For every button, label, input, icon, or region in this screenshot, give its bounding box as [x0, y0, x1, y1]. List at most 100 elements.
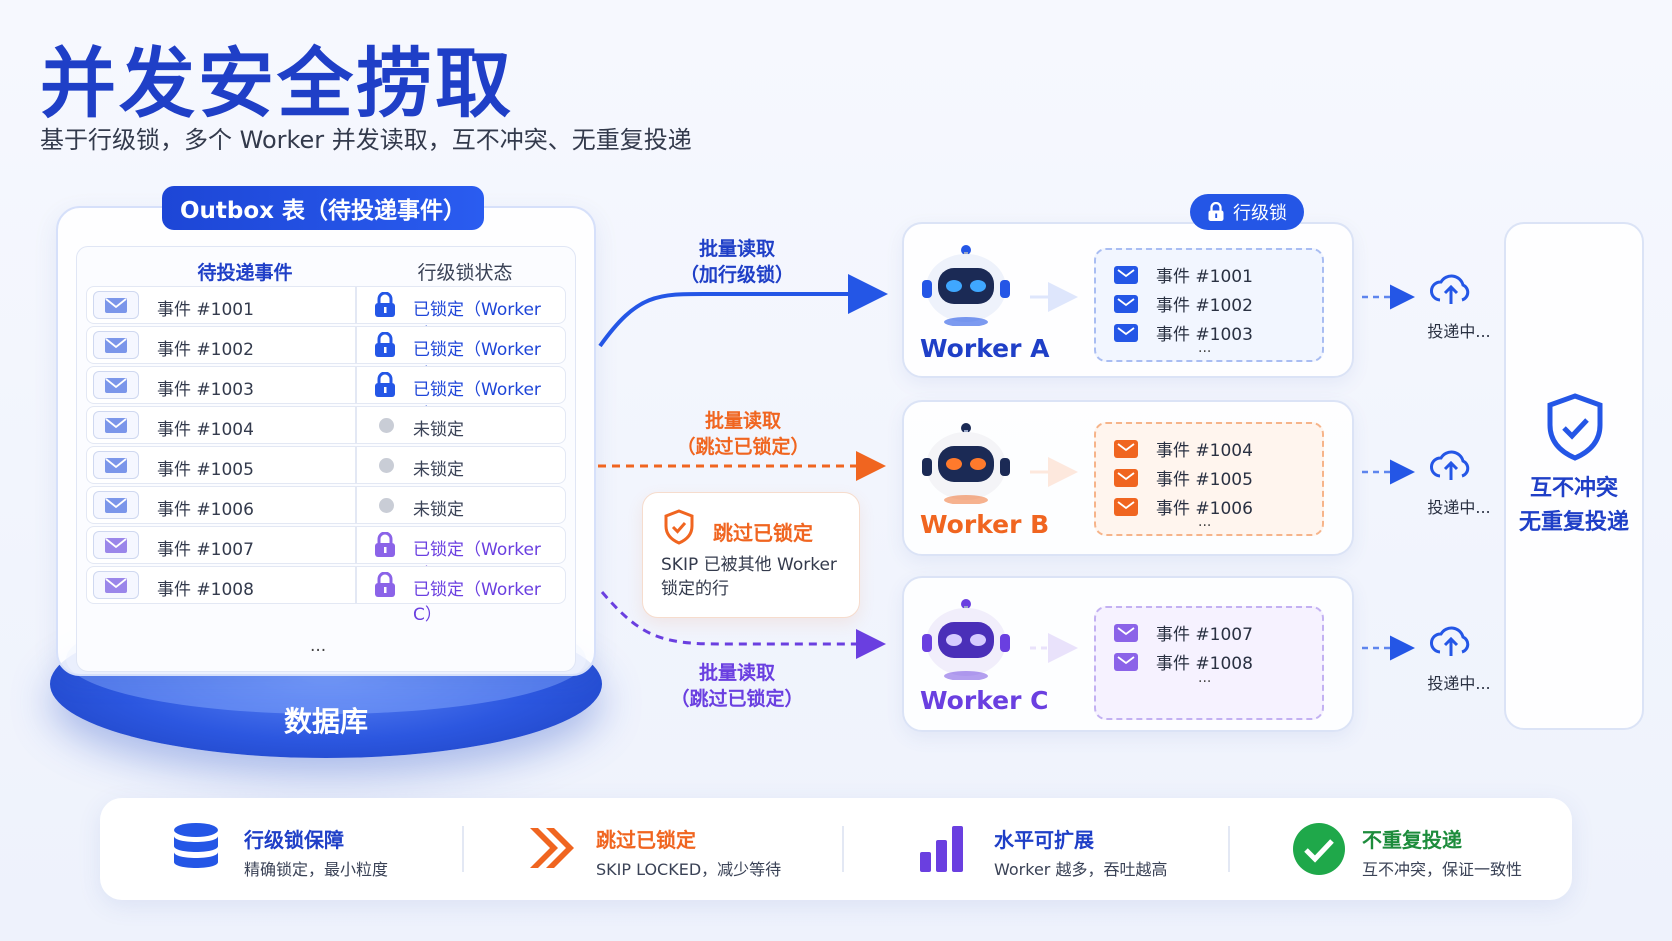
table-row: 事件 #1002 已锁定（Worker A）: [86, 326, 566, 385]
robot-c-icon: [922, 599, 1010, 680]
event-id: 事件 #1001: [157, 300, 254, 320]
mail-icon: [93, 371, 139, 399]
worker-c-name: Worker C: [920, 686, 1049, 715]
event-item: 事件 #1003: [1114, 320, 1253, 345]
event-id: 事件 #1007: [157, 540, 254, 560]
table-row: 事件 #1003 已锁定（Worker A）: [86, 366, 566, 425]
table-more: ...: [310, 636, 327, 656]
lock-badge-label: 行级锁: [1233, 203, 1287, 224]
mail-icon: [93, 531, 139, 559]
mail-icon: [1114, 652, 1138, 671]
table-row: 事件 #1006 未锁定: [86, 486, 566, 524]
mail-icon: [1114, 468, 1138, 487]
feature-title: 行级锁保障: [244, 828, 344, 852]
event-item: 事件 #1007: [1114, 620, 1253, 645]
event-item: 事件 #1001: [1114, 262, 1253, 287]
event-id: 事件 #1003: [157, 380, 254, 400]
result-card: [1504, 222, 1644, 730]
event-item: 事件 #1008: [1114, 649, 1253, 674]
fast-forward-icon: [530, 828, 574, 868]
feature-desc: Worker 越多，吞吐越高: [994, 860, 1168, 879]
lock-status: 未锁定: [413, 500, 464, 520]
event-id: 事件 #1005: [157, 460, 254, 480]
worker-a-name: Worker A: [920, 334, 1050, 363]
page-subtitle: 基于行级锁，多个 Worker 并发读取，互不冲突、无重复投递: [40, 126, 692, 154]
mail-icon: [93, 331, 139, 359]
flow-label-b: 批量读取（跳过已锁定）: [676, 410, 810, 458]
mail-icon: [93, 491, 139, 519]
lock-icon: [1208, 202, 1224, 221]
unlocked-dot-icon: [379, 458, 394, 473]
table-row: 事件 #1008 已锁定（Worker C）: [86, 566, 566, 625]
delivering-status: 投递中...: [1427, 674, 1491, 693]
page-title: 并发安全捞取: [40, 39, 514, 128]
column-header-lock-status: 行级锁状态: [417, 262, 513, 284]
robot-a-icon: [922, 245, 1010, 326]
mail-icon: [1114, 265, 1138, 284]
mail-icon: [93, 291, 139, 319]
cloud-upload-icon: [1430, 274, 1470, 304]
lock-status: 未锁定: [413, 420, 464, 440]
mail-icon: [1114, 623, 1138, 642]
mail-icon: [1114, 294, 1138, 313]
lock-icon: [375, 292, 395, 317]
mail-icon: [93, 451, 139, 479]
outbox-title: Outbox 表（待投递事件）: [162, 186, 484, 230]
event-item: 事件 #1005: [1114, 465, 1253, 490]
lock-icon: [375, 372, 395, 397]
event-item: 事件 #1006: [1114, 494, 1253, 519]
result-text: 互不冲突无重复投递: [1518, 476, 1629, 535]
arrow-worker-c: [600, 591, 886, 659]
event-id: 事件 #1008: [157, 580, 254, 600]
delivering-status: 投递中...: [1427, 322, 1491, 341]
feature-desc: 精确锁定，最小粒度: [244, 860, 389, 879]
unlocked-dot-icon: [379, 418, 394, 433]
robot-b-icon: [922, 423, 1010, 504]
event-id: 事件 #1002: [157, 340, 254, 360]
mail-icon: [1114, 323, 1138, 342]
column-header-event: 待投递事件: [197, 262, 293, 284]
event-item: 事件 #1002: [1114, 291, 1253, 316]
table-row: 事件 #1005 未锁定: [86, 446, 566, 484]
cloud-upload-icon: [1430, 450, 1470, 480]
flow-label-c: 批量读取（跳过已锁定）: [670, 662, 804, 710]
lock-status: 已锁定（Worker C）: [413, 580, 541, 625]
mail-icon: [93, 411, 139, 439]
feature-title: 不重复投递: [1362, 828, 1462, 852]
database-label: 数据库: [283, 705, 368, 738]
event-id: 事件 #1006: [157, 500, 254, 520]
feature-title: 跳过已锁定: [596, 828, 696, 852]
bar-chart-icon: [920, 826, 963, 872]
lock-icon: [375, 572, 395, 597]
feature-desc: SKIP LOCKED，减少等待: [596, 860, 782, 879]
events-more: ...: [1198, 340, 1212, 356]
event-id: 事件 #1004: [157, 420, 254, 440]
event-item: 事件 #1004: [1114, 436, 1253, 461]
arrow-worker-a: [598, 274, 888, 348]
mail-icon: [93, 571, 139, 599]
row-lock-badge: 行级锁: [1190, 194, 1304, 230]
database-icon: [174, 823, 218, 868]
events-more: ...: [1198, 514, 1212, 530]
cloud-upload-icon: [1430, 626, 1470, 656]
events-more: ...: [1198, 670, 1212, 686]
feature-desc: 互不冲突，保证一致性: [1362, 860, 1523, 879]
lock-status: 未锁定: [413, 460, 464, 480]
mail-icon: [1114, 439, 1138, 458]
shield-check-icon: [664, 509, 694, 545]
table-row: 事件 #1001 已锁定（Worker A）: [86, 286, 566, 345]
delivering-status: 投递中...: [1427, 498, 1491, 517]
unlocked-dot-icon: [379, 498, 394, 513]
mail-icon: [1114, 497, 1138, 516]
lock-icon: [375, 332, 395, 357]
table-row: 事件 #1004 未锁定: [86, 406, 566, 444]
shield-check-icon: [1547, 393, 1603, 461]
feature-title: 水平可扩展: [994, 828, 1094, 852]
lock-icon: [375, 532, 395, 557]
check-circle-icon: [1293, 823, 1345, 875]
flow-label-a: 批量读取（加行级锁）: [679, 238, 794, 286]
worker-b-name: Worker B: [920, 510, 1050, 539]
skip-note-title: 跳过已锁定: [713, 521, 813, 545]
